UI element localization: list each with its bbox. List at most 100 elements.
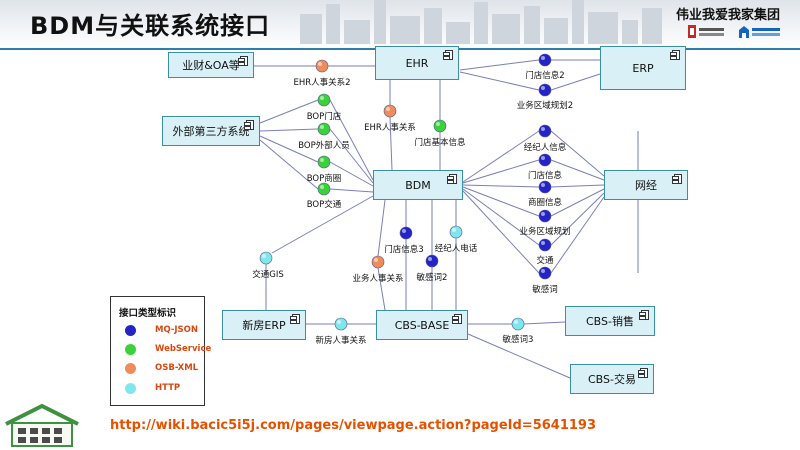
connection-line (550, 159, 605, 181)
interface-node (538, 209, 552, 223)
interface-node-highlight (320, 96, 324, 100)
interface-node (334, 317, 348, 331)
interface-node (317, 122, 331, 136)
interface-label: 交通GIS (252, 270, 284, 280)
interface-node (317, 155, 331, 169)
component-bdm: BDM (373, 170, 463, 200)
connection-line (329, 128, 374, 184)
interface-label: 经纪人电话 (434, 244, 478, 254)
connection-line (377, 267, 386, 311)
interface-label: 经纪人信息 (523, 143, 567, 153)
interface-label: 门店信息3 (384, 245, 424, 255)
interface-node (511, 317, 525, 331)
component-icon (443, 50, 454, 61)
interface-label: 门店基本信息 (414, 138, 466, 148)
interface-node-highlight (541, 269, 545, 273)
interface-node-highlight (541, 212, 545, 216)
connection-line (467, 333, 571, 379)
component-icon (238, 56, 249, 67)
http-dot-icon (125, 383, 136, 394)
connection-line (259, 99, 319, 124)
header-banner: BDM与关联系统接口 伟业我爱我家集团 (0, 0, 800, 50)
interface-label: 敏感词3 (502, 335, 534, 345)
mq-json-dot-icon (125, 325, 136, 336)
interface-label: BOP门店 (306, 112, 342, 122)
connection-line (329, 188, 374, 193)
connection-line (462, 190, 540, 274)
interface-node (315, 59, 329, 73)
company-logo-icon (688, 25, 724, 38)
interface-node-highlight (452, 228, 456, 232)
interface-node-highlight (541, 183, 545, 187)
interface-label: 敏感词2 (416, 273, 448, 283)
interface-node-highlight (541, 86, 545, 90)
component-label: 外部第三方系统 (172, 125, 250, 138)
interface-node-highlight (541, 156, 545, 160)
component-label: CBS-销售 (586, 315, 634, 328)
connection-line (550, 192, 605, 246)
component-cbs-xiaoshou: CBS-销售 (565, 306, 655, 336)
connection-line (389, 116, 393, 171)
interface-node-highlight (402, 229, 406, 233)
interface-label: 业务区域规划2 (516, 101, 574, 111)
interface-node-highlight (436, 122, 440, 126)
interface-node (538, 53, 552, 67)
component-xinfang-erp: 新房ERP (222, 310, 306, 340)
component-erp: ERP (600, 46, 686, 90)
connection-line (550, 196, 605, 274)
interface-node (538, 238, 552, 252)
connection-line (462, 188, 540, 246)
interface-node (259, 251, 273, 265)
interface-node (538, 83, 552, 97)
wiki-link[interactable]: http://wiki.bacic5i5j.com/pages/viewpage… (110, 418, 597, 433)
component-label: 新房ERP (242, 319, 286, 332)
component-icon (670, 50, 681, 61)
legend-label: MQ-JSON (155, 325, 198, 335)
connection-line (271, 195, 374, 254)
connection-line (462, 186, 540, 217)
connection-line (459, 59, 540, 71)
component-label: BDM (405, 178, 431, 192)
legend-label: WebService (155, 344, 212, 354)
connection-line (329, 161, 374, 187)
connection-line (459, 71, 540, 91)
component-waibu: 外部第三方系统 (162, 116, 260, 146)
page-title: BDM与关联系统接口 (30, 12, 271, 40)
interface-label: EHR人事关系2 (293, 78, 351, 88)
interface-node-highlight (320, 158, 324, 162)
osb-xml-dot-icon (125, 363, 136, 374)
webservice-dot-icon (125, 344, 136, 355)
interface-node (317, 93, 331, 107)
interface-node (371, 255, 385, 269)
component-icon (672, 174, 683, 185)
interface-node-highlight (428, 257, 432, 261)
legend-label: HTTP (155, 383, 181, 393)
interface-node-highlight (541, 127, 545, 131)
component-icon (447, 174, 458, 185)
legend-title: 接口类型标识 (119, 308, 177, 319)
component-cbs-base: CBS-BASE (376, 310, 468, 340)
connection-line (259, 128, 319, 132)
interface-node-highlight (541, 241, 545, 245)
interface-nodes (259, 53, 552, 331)
interface-label: 业务区域规划 (519, 227, 571, 237)
interface-node-highlight (320, 125, 324, 129)
interface-label: 业务人事关系 (352, 274, 404, 284)
component-label: 业财&OA等 (182, 59, 240, 72)
component-icon (638, 368, 649, 379)
interface-node (538, 266, 552, 280)
connection-line (259, 139, 319, 190)
connection-line (550, 184, 605, 188)
interface-node-highlight (320, 185, 324, 189)
component-label: CBS-BASE (394, 318, 450, 332)
house-logo-icon (5, 403, 79, 447)
interface-label: BOP交通 (306, 200, 342, 210)
component-icon (290, 314, 301, 325)
component-label: ERP (632, 61, 654, 75)
legend-box: 接口类型标识 MQ-JSON WebService OSB-XML HTTP (110, 296, 211, 406)
component-label: EHR (405, 56, 429, 70)
interface-label: 交通 (536, 256, 554, 266)
legend-label: OSB-XML (155, 363, 199, 373)
component-label: 网经 (635, 179, 657, 192)
